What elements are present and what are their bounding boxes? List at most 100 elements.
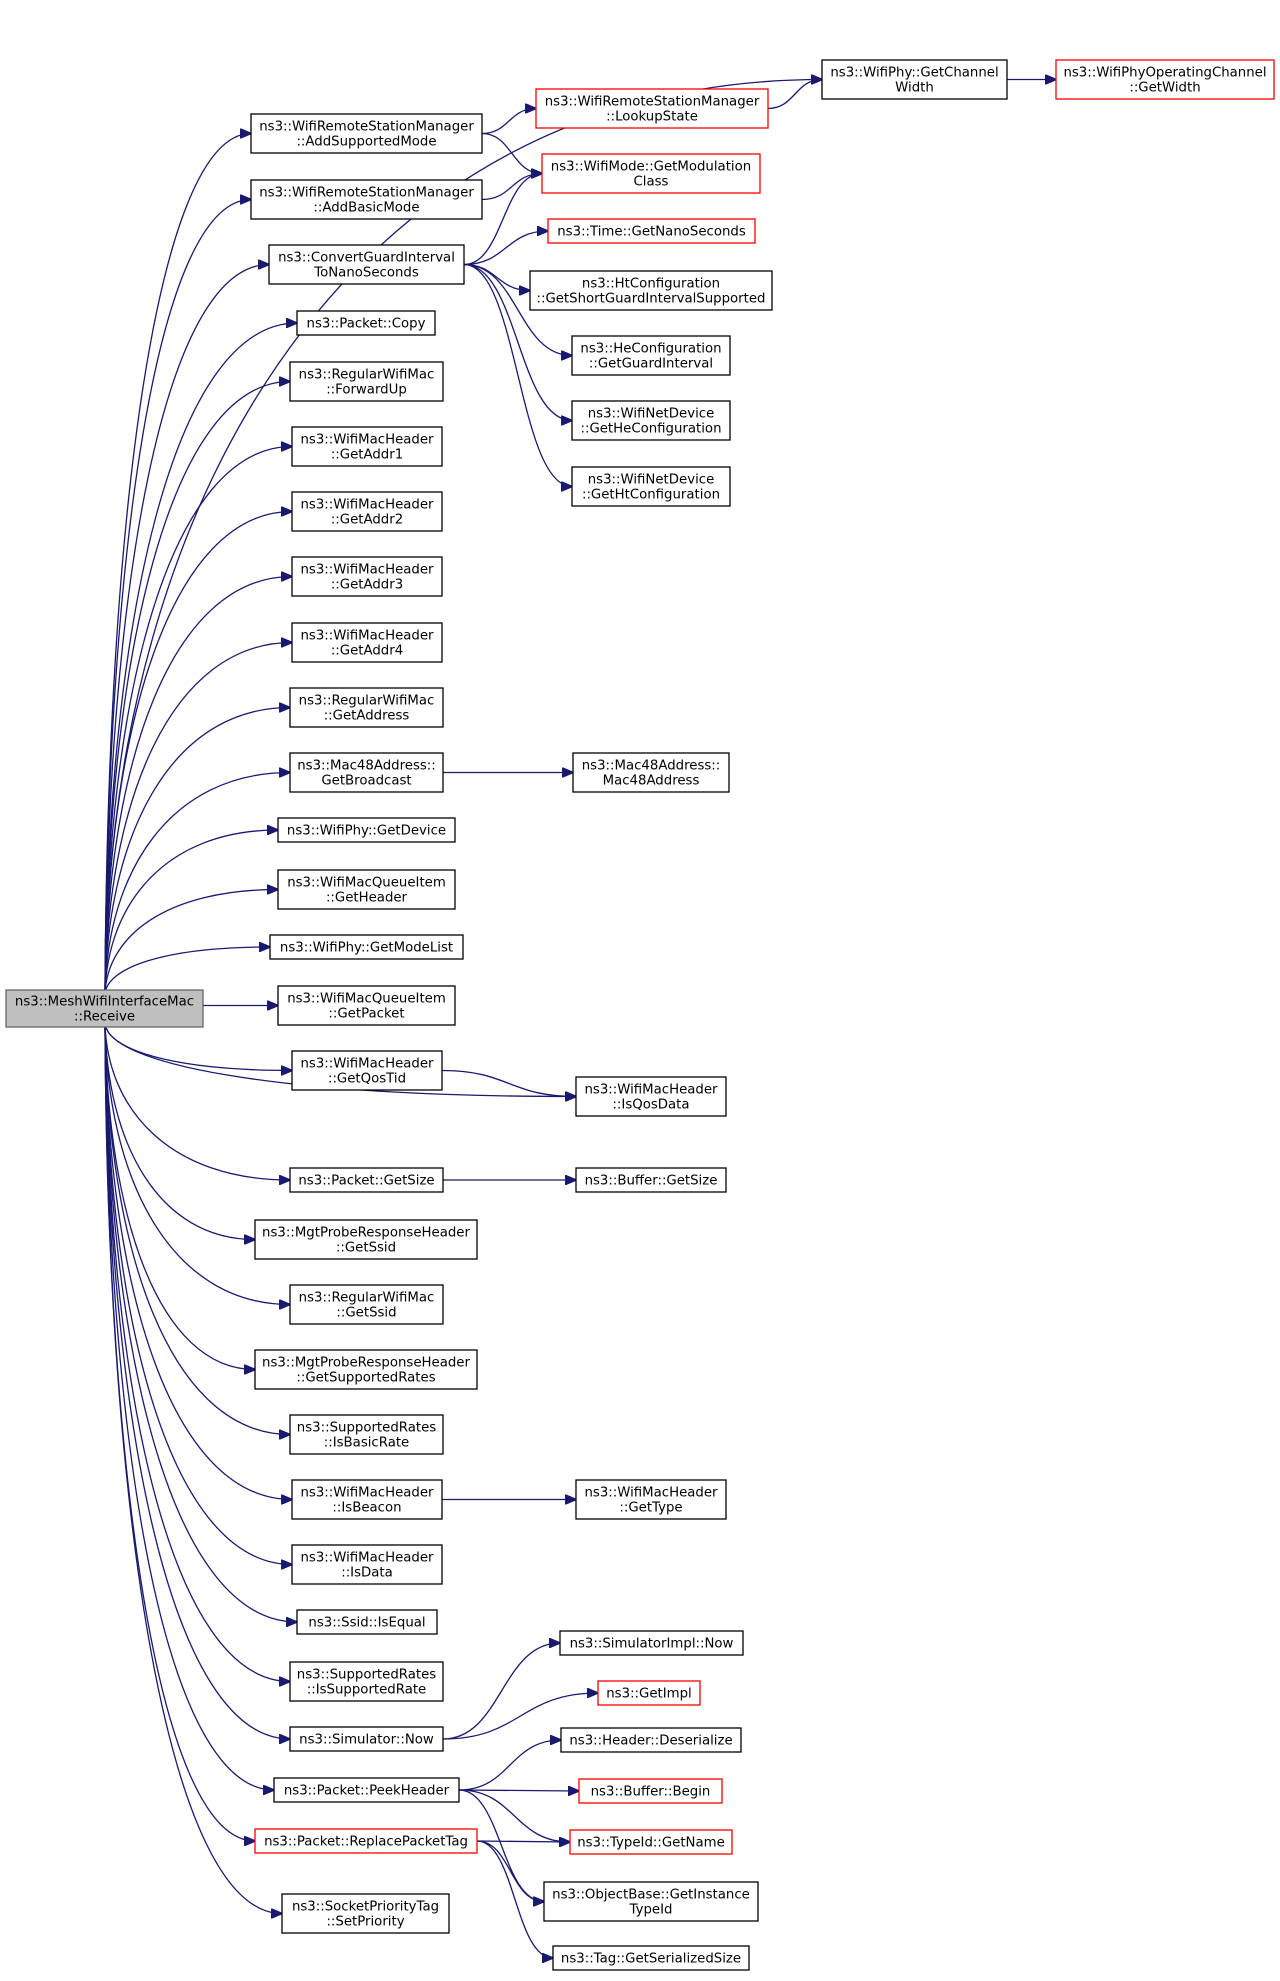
node-get-mode-list[interactable]: ns3::WifiPhy::GetModeList xyxy=(269,934,464,960)
node-label-line: ::GetWidth xyxy=(1129,81,1200,96)
edge-convert-gi-to-ht-short-gi xyxy=(463,263,530,291)
edge-arrow xyxy=(104,1022,576,1097)
node-type-id-name[interactable]: ns3::TypeId::GetName xyxy=(569,1829,733,1855)
node-box xyxy=(560,1727,742,1753)
node-label-line: ns3::WifiMacHeader xyxy=(300,629,434,644)
node-box xyxy=(289,1284,444,1325)
node-label-line: ::GetShortGuardIntervalSupported xyxy=(536,292,765,307)
edge-root-to-is-data xyxy=(104,1022,292,1565)
node-ht-short-gi[interactable]: ns3::HtConfiguration::GetShortGuardInter… xyxy=(529,270,773,311)
node-get-broadcast[interactable]: ns3::Mac48Address::GetBroadcast xyxy=(289,752,444,793)
node-packet-get-size[interactable]: ns3::Packet::GetSize xyxy=(289,1167,444,1193)
node-box xyxy=(296,1609,438,1635)
node-reg-ssid[interactable]: ns3::RegularWifiMac::GetSsid xyxy=(289,1284,444,1325)
node-label-line: TypeId xyxy=(629,1903,673,1918)
node-serialized-size[interactable]: ns3::Tag::GetSerializedSize xyxy=(552,1945,750,1971)
edge-arrow xyxy=(476,1841,570,1842)
node-label-line: ns3::Simulator::Now xyxy=(299,1733,434,1748)
edge-root-to-queue-header xyxy=(104,890,278,995)
edge-root-to-get-broadcast xyxy=(104,773,290,995)
node-probe-ssid[interactable]: ns3::MgtProbeResponseHeader::GetSsid xyxy=(254,1219,478,1260)
edge-root-to-is-basic-rate xyxy=(104,1022,290,1435)
node-deserialize[interactable]: ns3::Header::Deserialize xyxy=(560,1727,742,1753)
node-queue-packet[interactable]: ns3::WifiMacQueueItem::GetPacket xyxy=(277,985,456,1026)
edge-arrow xyxy=(463,174,542,266)
edge-arrow xyxy=(104,1022,290,1305)
node-box xyxy=(289,752,444,793)
node-box xyxy=(535,88,769,129)
node-addr4[interactable]: ns3::WifiMacHeader::GetAddr4 xyxy=(291,622,443,663)
node-lookup-state[interactable]: ns3::WifiRemoteStationManager::LookupSta… xyxy=(535,88,769,129)
node-get-type[interactable]: ns3::WifiMacHeader::GetType xyxy=(575,1479,727,1520)
edge-arrow xyxy=(463,263,572,487)
node-box xyxy=(273,1777,460,1803)
node-box xyxy=(277,985,456,1026)
node-peek-header[interactable]: ns3::Packet::PeekHeader xyxy=(273,1777,460,1803)
node-forward-up[interactable]: ns3::RegularWifiMac::ForwardUp xyxy=(289,361,444,402)
node-is-basic-rate[interactable]: ns3::SupportedRates::IsBasicRate xyxy=(289,1414,444,1455)
node-label-line: ns3::WifiMacQueueItem xyxy=(287,992,446,1007)
node-label-line: ns3::SocketPriorityTag xyxy=(292,1900,439,1915)
node-get-impl[interactable]: ns3::GetImpl xyxy=(597,1680,701,1706)
node-op-get-width[interactable]: ns3::WifiPhyOperatingChannel::GetWidth xyxy=(1055,59,1275,100)
node-box xyxy=(575,1167,727,1193)
node-buffer-begin[interactable]: ns3::Buffer::Begin xyxy=(578,1778,723,1804)
node-label-line: ::IsData xyxy=(341,1566,393,1581)
node-get-nano[interactable]: ns3::Time::GetNanoSeconds xyxy=(547,218,756,244)
node-label-line: ns3::Mac48Address:: xyxy=(297,759,436,774)
node-buffer-get-size[interactable]: ns3::Buffer::GetSize xyxy=(575,1167,727,1193)
node-add-basic[interactable]: ns3::WifiRemoteStationManager::AddBasicM… xyxy=(250,179,483,220)
node-he-gi[interactable]: ns3::HeConfiguration::GetGuardInterval xyxy=(571,335,731,376)
node-layer: ns3::MeshWifiInterfaceMac::Receivens3::W… xyxy=(5,59,1275,1971)
node-label-line: ns3::SupportedRates xyxy=(297,1421,436,1436)
node-label-line: ::SetPriority xyxy=(326,1915,404,1930)
node-packet-copy[interactable]: ns3::Packet::Copy xyxy=(296,310,436,336)
node-sim-impl-now[interactable]: ns3::SimulatorImpl::Now xyxy=(559,1630,744,1656)
node-is-data[interactable]: ns3::WifiMacHeader::IsData xyxy=(291,1544,443,1585)
node-label-line: ::GetHeader xyxy=(326,891,408,906)
node-add-supported[interactable]: ns3::WifiRemoteStationManager::AddSuppor… xyxy=(250,113,483,154)
node-label-line: ns3::Header::Deserialize xyxy=(569,1734,732,1749)
node-addr3[interactable]: ns3::WifiMacHeader::GetAddr3 xyxy=(291,556,443,597)
node-box xyxy=(281,1893,450,1934)
node-mac48ctor[interactable]: ns3::Mac48Address::Mac48Address xyxy=(572,752,730,793)
node-label-line: ns3::Ssid::IsEqual xyxy=(308,1616,425,1631)
node-get-ht-conf[interactable]: ns3::WifiNetDevice::GetHtConfiguration xyxy=(571,466,731,507)
node-get-he-conf[interactable]: ns3::WifiNetDevice::GetHeConfiguration xyxy=(571,400,731,441)
edge-add-supported-to-get-mod-class xyxy=(481,132,542,174)
node-get-address[interactable]: ns3::RegularWifiMac::GetAddress xyxy=(289,687,444,728)
node-label-line: ::GetHeConfiguration xyxy=(580,422,721,437)
node-sim-now[interactable]: ns3::Simulator::Now xyxy=(289,1726,444,1752)
node-addr2[interactable]: ns3::WifiMacHeader::GetAddr2 xyxy=(291,491,443,532)
edge-root-to-peek-header xyxy=(104,1022,274,1790)
node-addr1[interactable]: ns3::WifiMacHeader::GetAddr1 xyxy=(291,426,443,467)
node-label-line: ns3::WifiMacHeader xyxy=(584,1486,718,1501)
node-get-device[interactable]: ns3::WifiPhy::GetDevice xyxy=(277,817,456,843)
node-get-qos-tid[interactable]: ns3::WifiMacHeader::GetQosTid xyxy=(291,1050,443,1091)
edge-arrow xyxy=(104,1022,274,1790)
edge-arrow xyxy=(481,132,542,174)
node-set-priority[interactable]: ns3::SocketPriorityTag::SetPriority xyxy=(281,1893,450,1934)
edge-arrow xyxy=(104,1022,290,1682)
node-label-line: Mac48Address xyxy=(603,774,700,789)
node-label-line: ns3::Mac48Address:: xyxy=(582,759,721,774)
edge-root-to-is-supported-rate xyxy=(104,1022,290,1682)
node-label-line: ::AddSupportedMode xyxy=(296,135,436,150)
node-label-line: Class xyxy=(634,175,669,190)
edge-root-to-addr2 xyxy=(104,512,292,995)
edge-replace-tag-to-type-id-name xyxy=(476,1841,570,1842)
node-label-line: GetBroadcast xyxy=(321,774,411,789)
node-probe-rates[interactable]: ns3::MgtProbeResponseHeader::GetSupporte… xyxy=(254,1349,478,1390)
node-is-beacon[interactable]: ns3::WifiMacHeader::IsBeacon xyxy=(291,1479,443,1520)
node-replace-tag[interactable]: ns3::Packet::ReplacePacketTag xyxy=(254,1828,478,1854)
edge-arrow xyxy=(442,1643,560,1740)
node-box xyxy=(547,218,756,244)
node-is-qos-data[interactable]: ns3::WifiMacHeader::IsQosData xyxy=(575,1076,727,1117)
node-queue-header[interactable]: ns3::WifiMacQueueItem::GetHeader xyxy=(277,869,456,910)
node-is-supported-rate[interactable]: ns3::SupportedRates::IsSupportedRate xyxy=(289,1661,444,1702)
node-ssid-equal[interactable]: ns3::Ssid::IsEqual xyxy=(296,1609,438,1635)
